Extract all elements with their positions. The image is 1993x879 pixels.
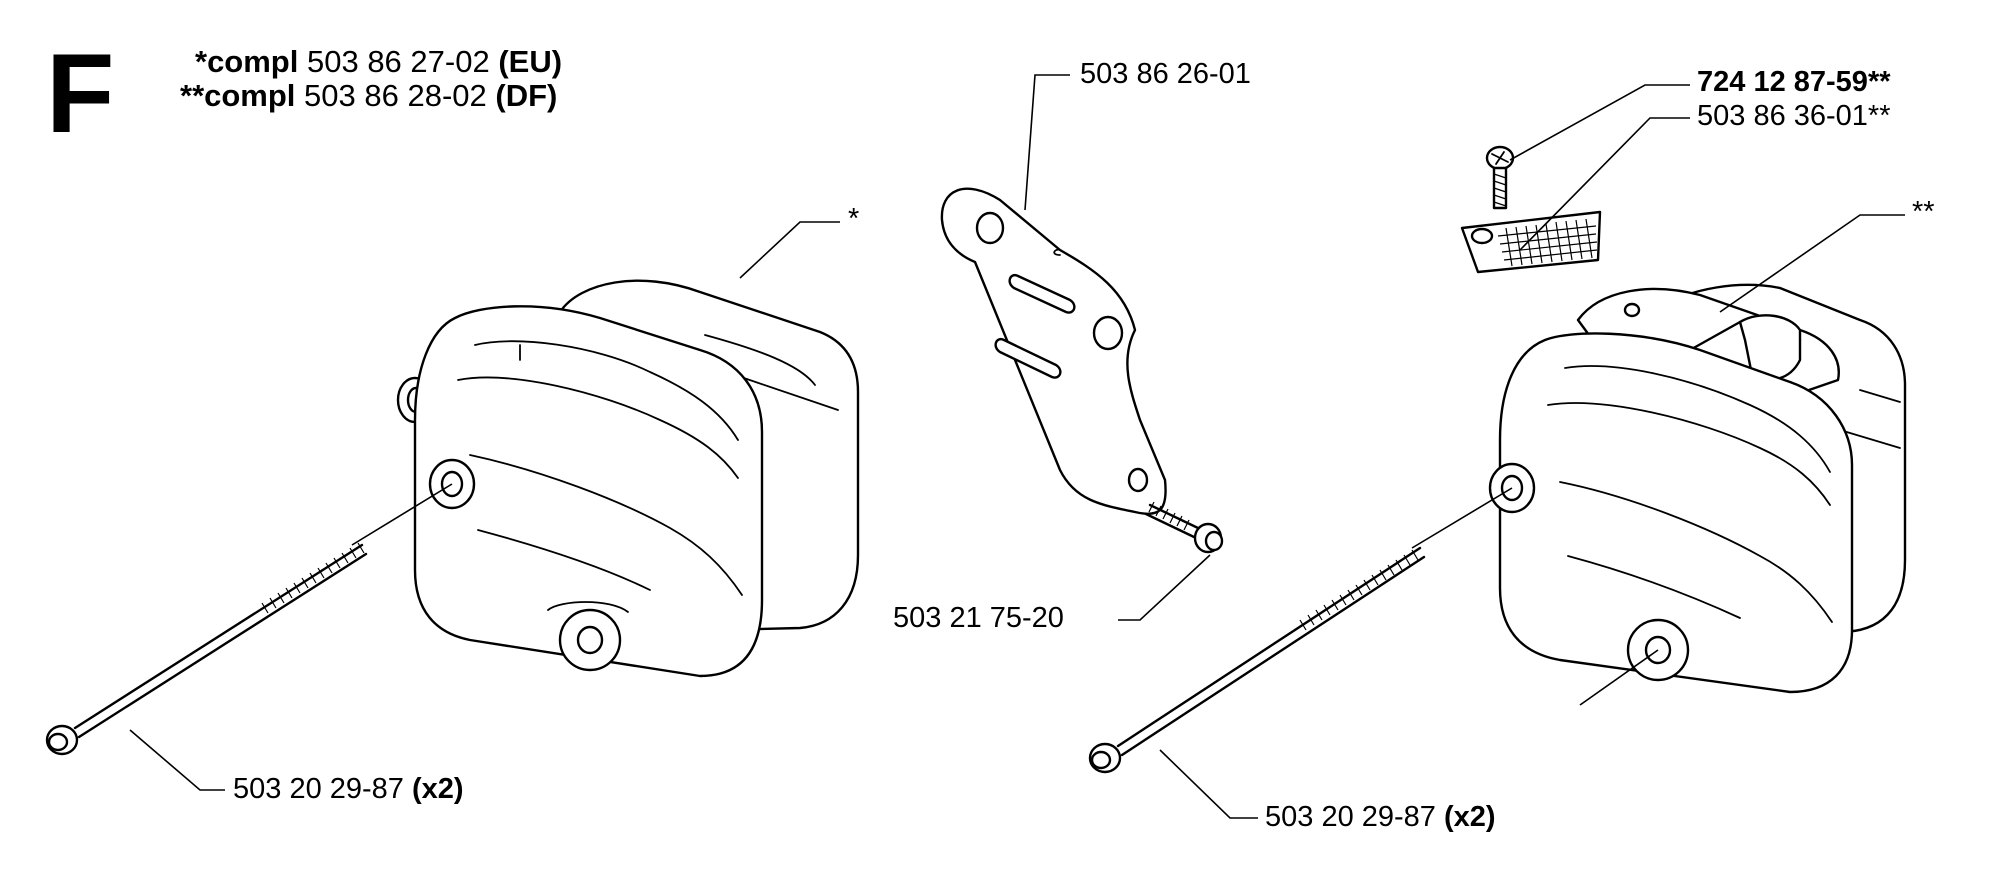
callout-spark-screen: 503 86 36-01** bbox=[1697, 100, 1891, 132]
compl-prefix-df: **compl bbox=[180, 78, 296, 113]
callout-right-bolt: 503 20 29-87 (x2) bbox=[1265, 803, 1496, 832]
left-bolt-qty: (x2) bbox=[412, 773, 464, 805]
callout-bracket-screw: 503 21 75-20 bbox=[893, 602, 1064, 634]
compl-number-df: 503 86 28-02 bbox=[304, 78, 487, 113]
callout-left-muffler: * bbox=[848, 203, 860, 235]
right-long-bolt-drawing bbox=[1088, 546, 1426, 774]
compl-line-df: **compl 503 86 28-02 (DF) bbox=[180, 80, 660, 111]
callout-bracket: 503 86 26-01 bbox=[1080, 58, 1251, 90]
callout-right-muffler: ** bbox=[1912, 196, 1935, 228]
compl-line-eu: *compl 503 86 27-02 (EU) bbox=[195, 46, 665, 77]
compl-number-eu: 503 86 27-02 bbox=[306, 44, 490, 79]
right-muffler-drawing bbox=[1488, 283, 1907, 694]
bracket-screw-drawing bbox=[1144, 501, 1224, 554]
compl-variant-eu: (EU) bbox=[498, 44, 563, 79]
right-screw-marker: ** bbox=[1867, 66, 1891, 98]
left-muffler-drawing bbox=[396, 279, 860, 678]
callout-left-bolt: 503 20 29-87 (x2) bbox=[233, 775, 464, 804]
bracket-drawing bbox=[940, 187, 1167, 516]
compl-prefix-eu: *compl bbox=[195, 44, 299, 79]
left-long-bolt-drawing bbox=[45, 542, 368, 756]
left-bolt-number: 503 20 29-87 bbox=[233, 773, 404, 805]
section-letter: F bbox=[46, 31, 115, 156]
right-bolt-number: 503 20 29-87 bbox=[1265, 801, 1436, 833]
callout-right-screw: 724 12 87-59** bbox=[1697, 68, 1891, 97]
compl-variant-df: (DF) bbox=[495, 78, 558, 113]
right-screw-number: 724 12 87-59 bbox=[1697, 66, 1868, 98]
leader-lines bbox=[129, 74, 1905, 819]
right-bolt-qty: (x2) bbox=[1444, 801, 1496, 833]
right-screw-drawing bbox=[1485, 145, 1515, 210]
spark-screen-drawing bbox=[1460, 210, 1602, 274]
